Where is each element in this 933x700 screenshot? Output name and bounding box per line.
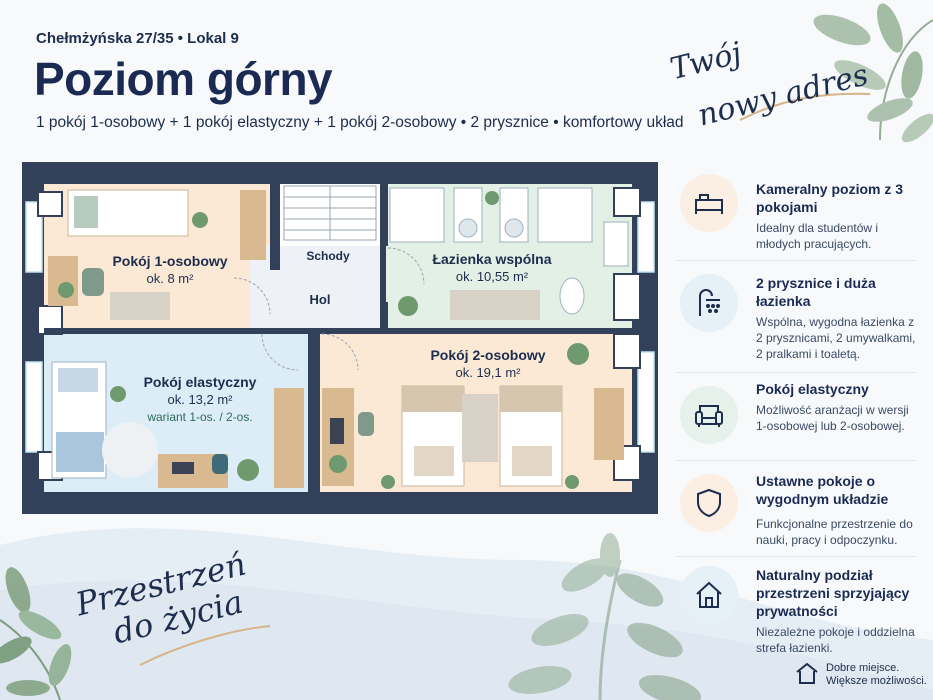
feature-item: Kameralny poziom z 3 pokojami Idealny dl…	[668, 166, 920, 256]
house-logo-icon	[796, 662, 818, 684]
feature-desc: Idealny dla studentów i młodych pracując…	[756, 221, 879, 251]
tagline: 1 pokój 1-osobowy + 1 pokój elastyczny +…	[36, 114, 684, 131]
feature-item: Pokój elastyczny Możliwość aranżacji w w…	[668, 376, 920, 466]
room2-name: Pokój 2-osobowy	[430, 347, 545, 363]
page-title: Poziom górny	[34, 53, 333, 105]
features-panel: Kameralny poziom z 3 pokojami Idealny dl…	[668, 160, 920, 660]
floor-plan: Pokój 1-osobowy ok. 8 m² Schody Hol Łazi…	[22, 162, 658, 514]
feature-item: Ustawne pokoje o wygodnym układzie Funkc…	[668, 464, 920, 556]
house-icon	[696, 581, 722, 608]
shield-icon	[697, 488, 721, 518]
feature-title: Kameralny poziom z 3 pokojami	[756, 181, 904, 215]
room2-area: ok. 19,1 m²	[455, 365, 521, 380]
bath-name: Łazienka wspólna	[432, 251, 551, 267]
feature-title: Ustawne pokoje o wygodnym układzie	[756, 473, 889, 507]
feature-desc: Wspólna, wygodna łazienka z 2 prysznicam…	[756, 315, 916, 361]
address-label: Chełmżyńska 27/35 • Lokal 9	[36, 30, 239, 47]
hall-label: Hol	[310, 292, 331, 307]
divider	[676, 460, 916, 461]
armchair-icon	[695, 405, 723, 427]
feature-icon-circle	[680, 386, 738, 444]
room1-name: Pokój 1-osobowy	[112, 253, 227, 269]
divider	[676, 260, 916, 261]
divider	[676, 372, 916, 373]
feature-title: 2 prysznice i duża łazienka	[756, 275, 876, 309]
feature-desc: Funkcjonalne przestrzenie do nauki, prac…	[756, 517, 913, 547]
flex-variant: wariant 1-os. / 2-os.	[146, 410, 252, 424]
divider	[676, 556, 916, 557]
feature-icon-circle	[680, 566, 738, 624]
feature-item: Naturalny podział przestrzeni sprzyjając…	[668, 562, 920, 660]
feature-item: 2 prysznice i duża łazienka Wspólna, wyg…	[668, 266, 920, 370]
footer-line2: Większe możliwości.	[826, 675, 927, 687]
shower-icon	[699, 289, 720, 316]
feature-desc: Niezależne pokoje i oddzielna strefa łaz…	[756, 625, 915, 655]
stairs-label: Schody	[306, 249, 350, 263]
bath-area: ok. 10,55 m²	[456, 269, 529, 284]
feature-icon-circle	[680, 174, 738, 232]
footer-line1: Dobre miejsce.	[826, 662, 900, 674]
feature-title: Naturalny podział przestrzeni sprzyjając…	[756, 567, 910, 619]
feature-desc: Możliwość aranżacji w wersji 1-osobowej …	[756, 403, 909, 433]
footer-brand: Dobre miejsce. Większe możliwości.	[826, 662, 927, 688]
room1-area: ok. 8 m²	[147, 271, 195, 286]
feature-title: Pokój elastyczny	[756, 381, 869, 397]
feature-icon-circle	[680, 474, 738, 532]
leaves-decoration	[813, 3, 933, 143]
flex-name: Pokój elastyczny	[144, 374, 257, 390]
bed-icon	[695, 194, 723, 214]
flex-area: ok. 13,2 m²	[167, 392, 233, 407]
feature-icon-circle	[680, 274, 738, 332]
